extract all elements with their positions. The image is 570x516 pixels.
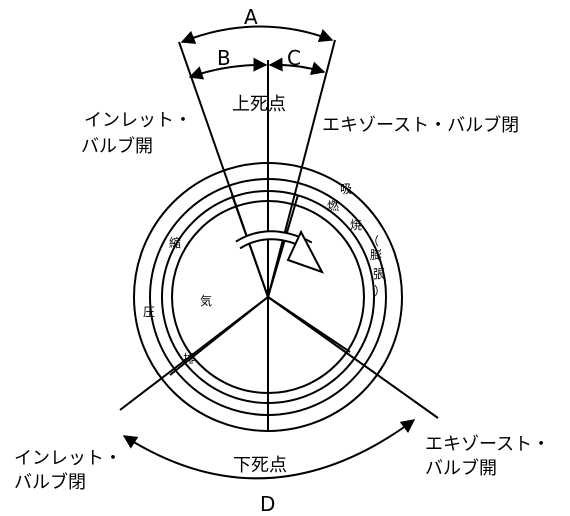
overlap-boundary-left (231, 194, 269, 298)
stroke-compression2: 縮 (169, 236, 182, 250)
stroke-intake: 吸 (340, 182, 353, 196)
stroke-compression1: 圧 (143, 305, 156, 319)
label-b: B (217, 46, 231, 70)
tdc-label: 上死点 (232, 94, 286, 115)
inlet-open-line1: インレット・ (84, 110, 192, 131)
stroke-paren-open: （ (367, 234, 380, 248)
stroke-expansion2: 張 (373, 267, 386, 281)
exhaust-close-label: エキゾースト・バルブ閉 (322, 115, 520, 136)
stroke-gas: 気 (200, 294, 213, 308)
exhaust-close-line (267, 39, 336, 298)
exhaust-open-line2: バルブ開 (425, 458, 497, 479)
stroke-combustion: 燃 (327, 199, 340, 213)
stroke-paren-close: ） (374, 284, 387, 298)
exhaust-open-line1: エキゾースト・ (425, 434, 551, 455)
stroke-expansion1: 膨 (370, 248, 383, 262)
stroke-exhaust: 排 (183, 352, 196, 366)
inlet-close-line1: インレット・ (14, 448, 122, 469)
dimension-d-arc (122, 419, 416, 480)
dimension-b-arc (188, 57, 268, 80)
label-d: D (260, 492, 276, 516)
label-c: C (287, 46, 301, 70)
expansion-boundary (267, 296, 351, 353)
inlet-open-line2: バルブ開 (81, 136, 153, 157)
label-a: A (244, 5, 258, 29)
inlet-close-line2: バルブ閉 (14, 472, 86, 493)
bdc-label: 下死点 (233, 455, 287, 476)
stroke-burn: 焼 (350, 218, 363, 232)
dimension-c-arc (268, 57, 326, 75)
overlap-boundary-right (267, 194, 299, 298)
compression-boundary (169, 296, 269, 376)
rotation-arrow-head (286, 229, 325, 274)
dimension-a-arc (180, 25, 334, 44)
